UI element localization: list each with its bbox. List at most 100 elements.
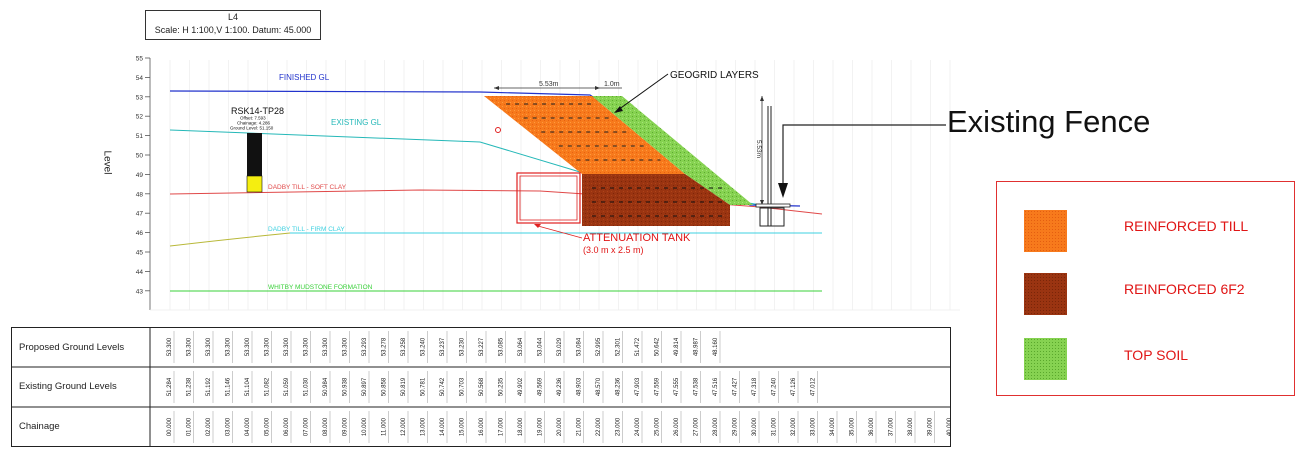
legend: REINFORCED TILL REINFORCED 6F2 TOP SOIL	[996, 181, 1295, 396]
existing-level-cell: 51.030	[304, 377, 310, 396]
dim-main-text: 5.53m	[539, 81, 559, 88]
proposed-level-cell: 53.300	[343, 337, 349, 356]
chainage-cell: 23.000	[616, 417, 622, 436]
chainage-cell: 03.000	[226, 417, 232, 436]
fence-arrow	[778, 183, 788, 198]
existing-level-cell: 51.238	[187, 377, 193, 396]
table-border	[11, 327, 951, 447]
chainage-cell: 39.000	[928, 417, 934, 436]
fence-rail	[755, 203, 791, 208]
reinforced-6f2-area	[582, 174, 730, 226]
existing-level-cell: 50.742	[440, 377, 446, 396]
chainage-cell: 38.000	[908, 417, 914, 436]
proposed-level-cell: 53.240	[421, 337, 427, 356]
existing-level-cell: 50.858	[382, 377, 388, 396]
chainage-cell: 26.000	[674, 417, 680, 436]
proposed-level-cell: 53.258	[401, 337, 407, 356]
existing-level-cell: 51.146	[226, 377, 232, 396]
chainage-cell: 37.000	[889, 417, 895, 436]
existing-level-cell: 50.235	[499, 377, 505, 396]
proposed-level-cell: 49.814	[674, 337, 680, 356]
fence-footing	[759, 207, 785, 227]
legend-label-reinforced-till: REINFORCED TILL	[1124, 218, 1249, 234]
attenuation-tank-inner	[519, 175, 578, 221]
existing-level-cell: 47.240	[772, 377, 778, 396]
chainage-cell: 29.000	[733, 417, 739, 436]
existing-level-cell: 50.897	[362, 377, 368, 396]
chainage-cell: 01.000	[187, 417, 193, 436]
firm-clay-label: DADBY TILL - FIRM CLAY	[268, 226, 345, 233]
chainage-cell: 00.000	[167, 417, 173, 436]
chainage-cell: 05.000	[265, 417, 271, 436]
existing-level-cell: 50.568	[479, 377, 485, 396]
existing-level-cell: 48.570	[596, 377, 602, 396]
axis-tick-label: 54	[136, 75, 144, 82]
axis-tick-label: 48	[136, 191, 144, 198]
soft-clay-label: DADBY TILL - SOFT CLAY	[268, 184, 347, 191]
proposed-level-cell: 53.278	[382, 337, 388, 356]
existing-level-cell: 50.703	[460, 377, 466, 396]
proposed-level-cell: 53.300	[284, 337, 290, 356]
dim-height-text: 5.53m	[755, 140, 762, 158]
chainage-cell: 36.000	[869, 417, 875, 436]
axis-tick-label: 46	[136, 230, 144, 237]
title-block: L4 Scale: H 1:100,V 1:100. Datum: 45.000	[145, 10, 321, 40]
chainage-cell: 15.000	[460, 417, 466, 436]
axis-tick-label: 44	[136, 269, 144, 276]
legend-label-reinforced-6f2: REINFORCED 6F2	[1124, 281, 1245, 297]
existing-level-cell: 47.559	[655, 377, 661, 396]
existing-level-cell: 50.938	[343, 377, 349, 396]
finished-gl-label: FINISHED GL	[279, 73, 330, 82]
proposed-level-cell: 53.300	[245, 337, 251, 356]
existing-level-cell: 51.192	[206, 377, 212, 396]
axis-tick-label: 49	[136, 172, 144, 179]
table-row: Proposed Ground Levels	[11, 328, 951, 367]
dim-main-arrow-left	[494, 86, 499, 90]
mudstone-label: WHITBY MUDSTONE FORMATION	[268, 284, 373, 291]
chainage-cell: 28.000	[713, 417, 719, 436]
axis-tick-label: 45	[136, 250, 144, 257]
proposed-level-cell: 48.987	[694, 337, 700, 356]
existing-level-cell: 47.903	[635, 377, 641, 396]
proposed-level-cell: 53.300	[265, 337, 271, 356]
chainage-cell: 34.000	[830, 417, 836, 436]
section-name: L4	[227, 12, 238, 22]
table-row: Existing Ground Levels	[11, 367, 951, 406]
chainage-cell: 02.000	[206, 417, 212, 436]
existing-level-cell: 47.012	[811, 377, 817, 396]
axis-tick-label: 50	[136, 153, 144, 160]
proposed-level-cell: 52.995	[596, 337, 602, 356]
chainage-cell: 04.000	[245, 417, 251, 436]
existing-fence-label: Existing Fence	[947, 104, 1151, 139]
borehole-column-black	[247, 133, 262, 176]
proposed-level-cell: 53.300	[304, 337, 310, 356]
axis-tick-label: 43	[136, 288, 144, 295]
chainage-cell: 08.000	[323, 417, 329, 436]
proposed-level-cell: 53.084	[577, 337, 583, 356]
reinforced-till-area	[484, 96, 685, 174]
chainage-cell: 22.000	[596, 417, 602, 436]
axis-tick-label: 47	[136, 211, 144, 218]
scale-text: Scale: H 1:100,V 1:100. Datum: 45.000	[154, 25, 312, 35]
chainage-cell: 07.000	[304, 417, 310, 436]
tank-size: (3.0 m x 2.5 m)	[583, 245, 644, 255]
chainage-cell: 12.000	[401, 417, 407, 436]
borehole-chainage: Chainage: 4.286	[237, 121, 271, 126]
chainage-cell: 16.000	[479, 417, 485, 436]
axis-tick-label: 52	[136, 114, 144, 121]
proposed-level-cell: 53.300	[167, 337, 173, 356]
chainage-cell: 19.000	[538, 417, 544, 436]
proposed-level-cell: 53.237	[440, 337, 446, 356]
borehole-id: RSK14-TP28	[231, 106, 284, 116]
fence-leader	[782, 124, 946, 185]
chainage-cell: 14.000	[440, 417, 446, 436]
existing-level-cell: 51.104	[245, 377, 251, 396]
chainage-cell: 09.000	[343, 417, 349, 436]
existing-level-cell: 47.538	[694, 377, 700, 396]
axis-tick-label: 51	[136, 133, 144, 140]
chainage-cell: 20.000	[557, 417, 563, 436]
